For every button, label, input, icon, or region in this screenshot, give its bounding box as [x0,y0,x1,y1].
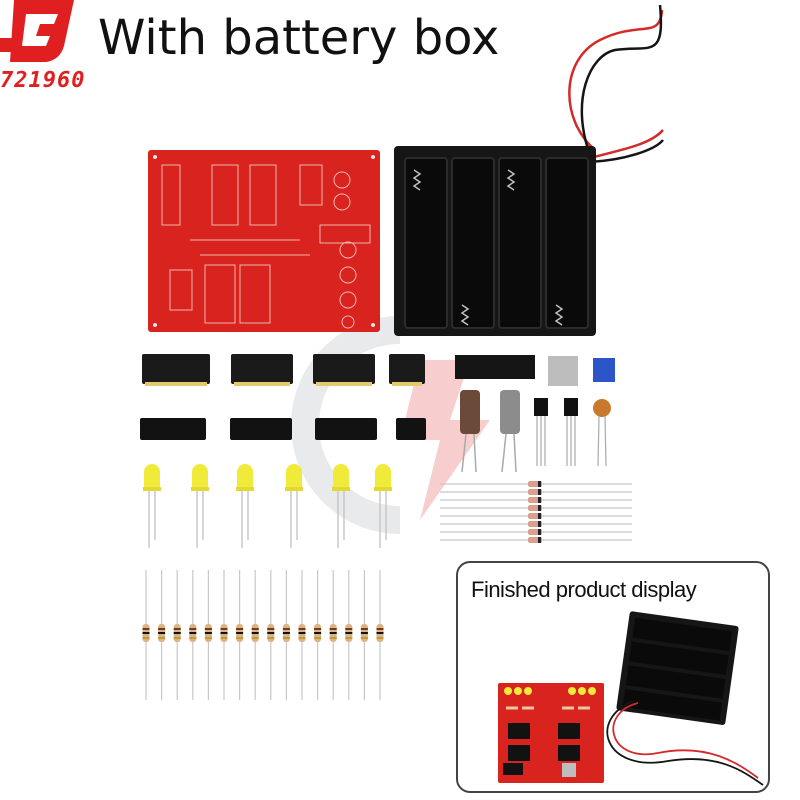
resistor [282,570,290,700]
finished-product-panel: Finished product display [456,561,770,793]
resistor [376,570,384,700]
battery-wires [568,4,664,164]
ceramic-capacitor [593,399,611,467]
ic-sockets [142,354,425,384]
diode [440,489,632,495]
store-code: 721960 [0,68,86,93]
diode [440,529,632,535]
brand-logo [0,0,74,62]
resistor [236,570,244,700]
diode [440,537,632,543]
led [332,464,350,548]
resistor [158,570,166,700]
leds [143,464,392,548]
pcb-board [148,150,380,332]
diode [440,521,632,527]
resistors [142,570,384,700]
electrolytic-capacitors [460,390,520,473]
page-title: With battery box [98,10,500,66]
push-button [548,356,578,386]
diode [440,497,632,503]
inset-title: Finished product display [471,577,697,602]
finished-product-photo [498,611,764,786]
slide-switch [455,355,535,379]
resistor [298,570,306,700]
led [191,464,209,548]
led [285,464,303,548]
resistor [220,570,228,700]
watermark [291,316,490,534]
battery-box [394,146,596,336]
led [236,464,254,548]
led [374,464,392,548]
resistor [189,570,197,700]
resistor [329,570,337,700]
resistor [142,570,150,700]
diodes [440,481,632,543]
ic-chips [140,418,426,440]
resistor [267,570,275,700]
resistor [345,570,353,700]
transistors [534,398,578,466]
resistor [173,570,181,700]
diode [440,513,632,519]
resistor [251,570,259,700]
diode [440,481,632,487]
resistor [360,570,368,700]
potentiometer [593,358,615,382]
resistor [204,570,212,700]
diode [440,505,632,511]
resistor [314,570,322,700]
led [143,464,161,548]
